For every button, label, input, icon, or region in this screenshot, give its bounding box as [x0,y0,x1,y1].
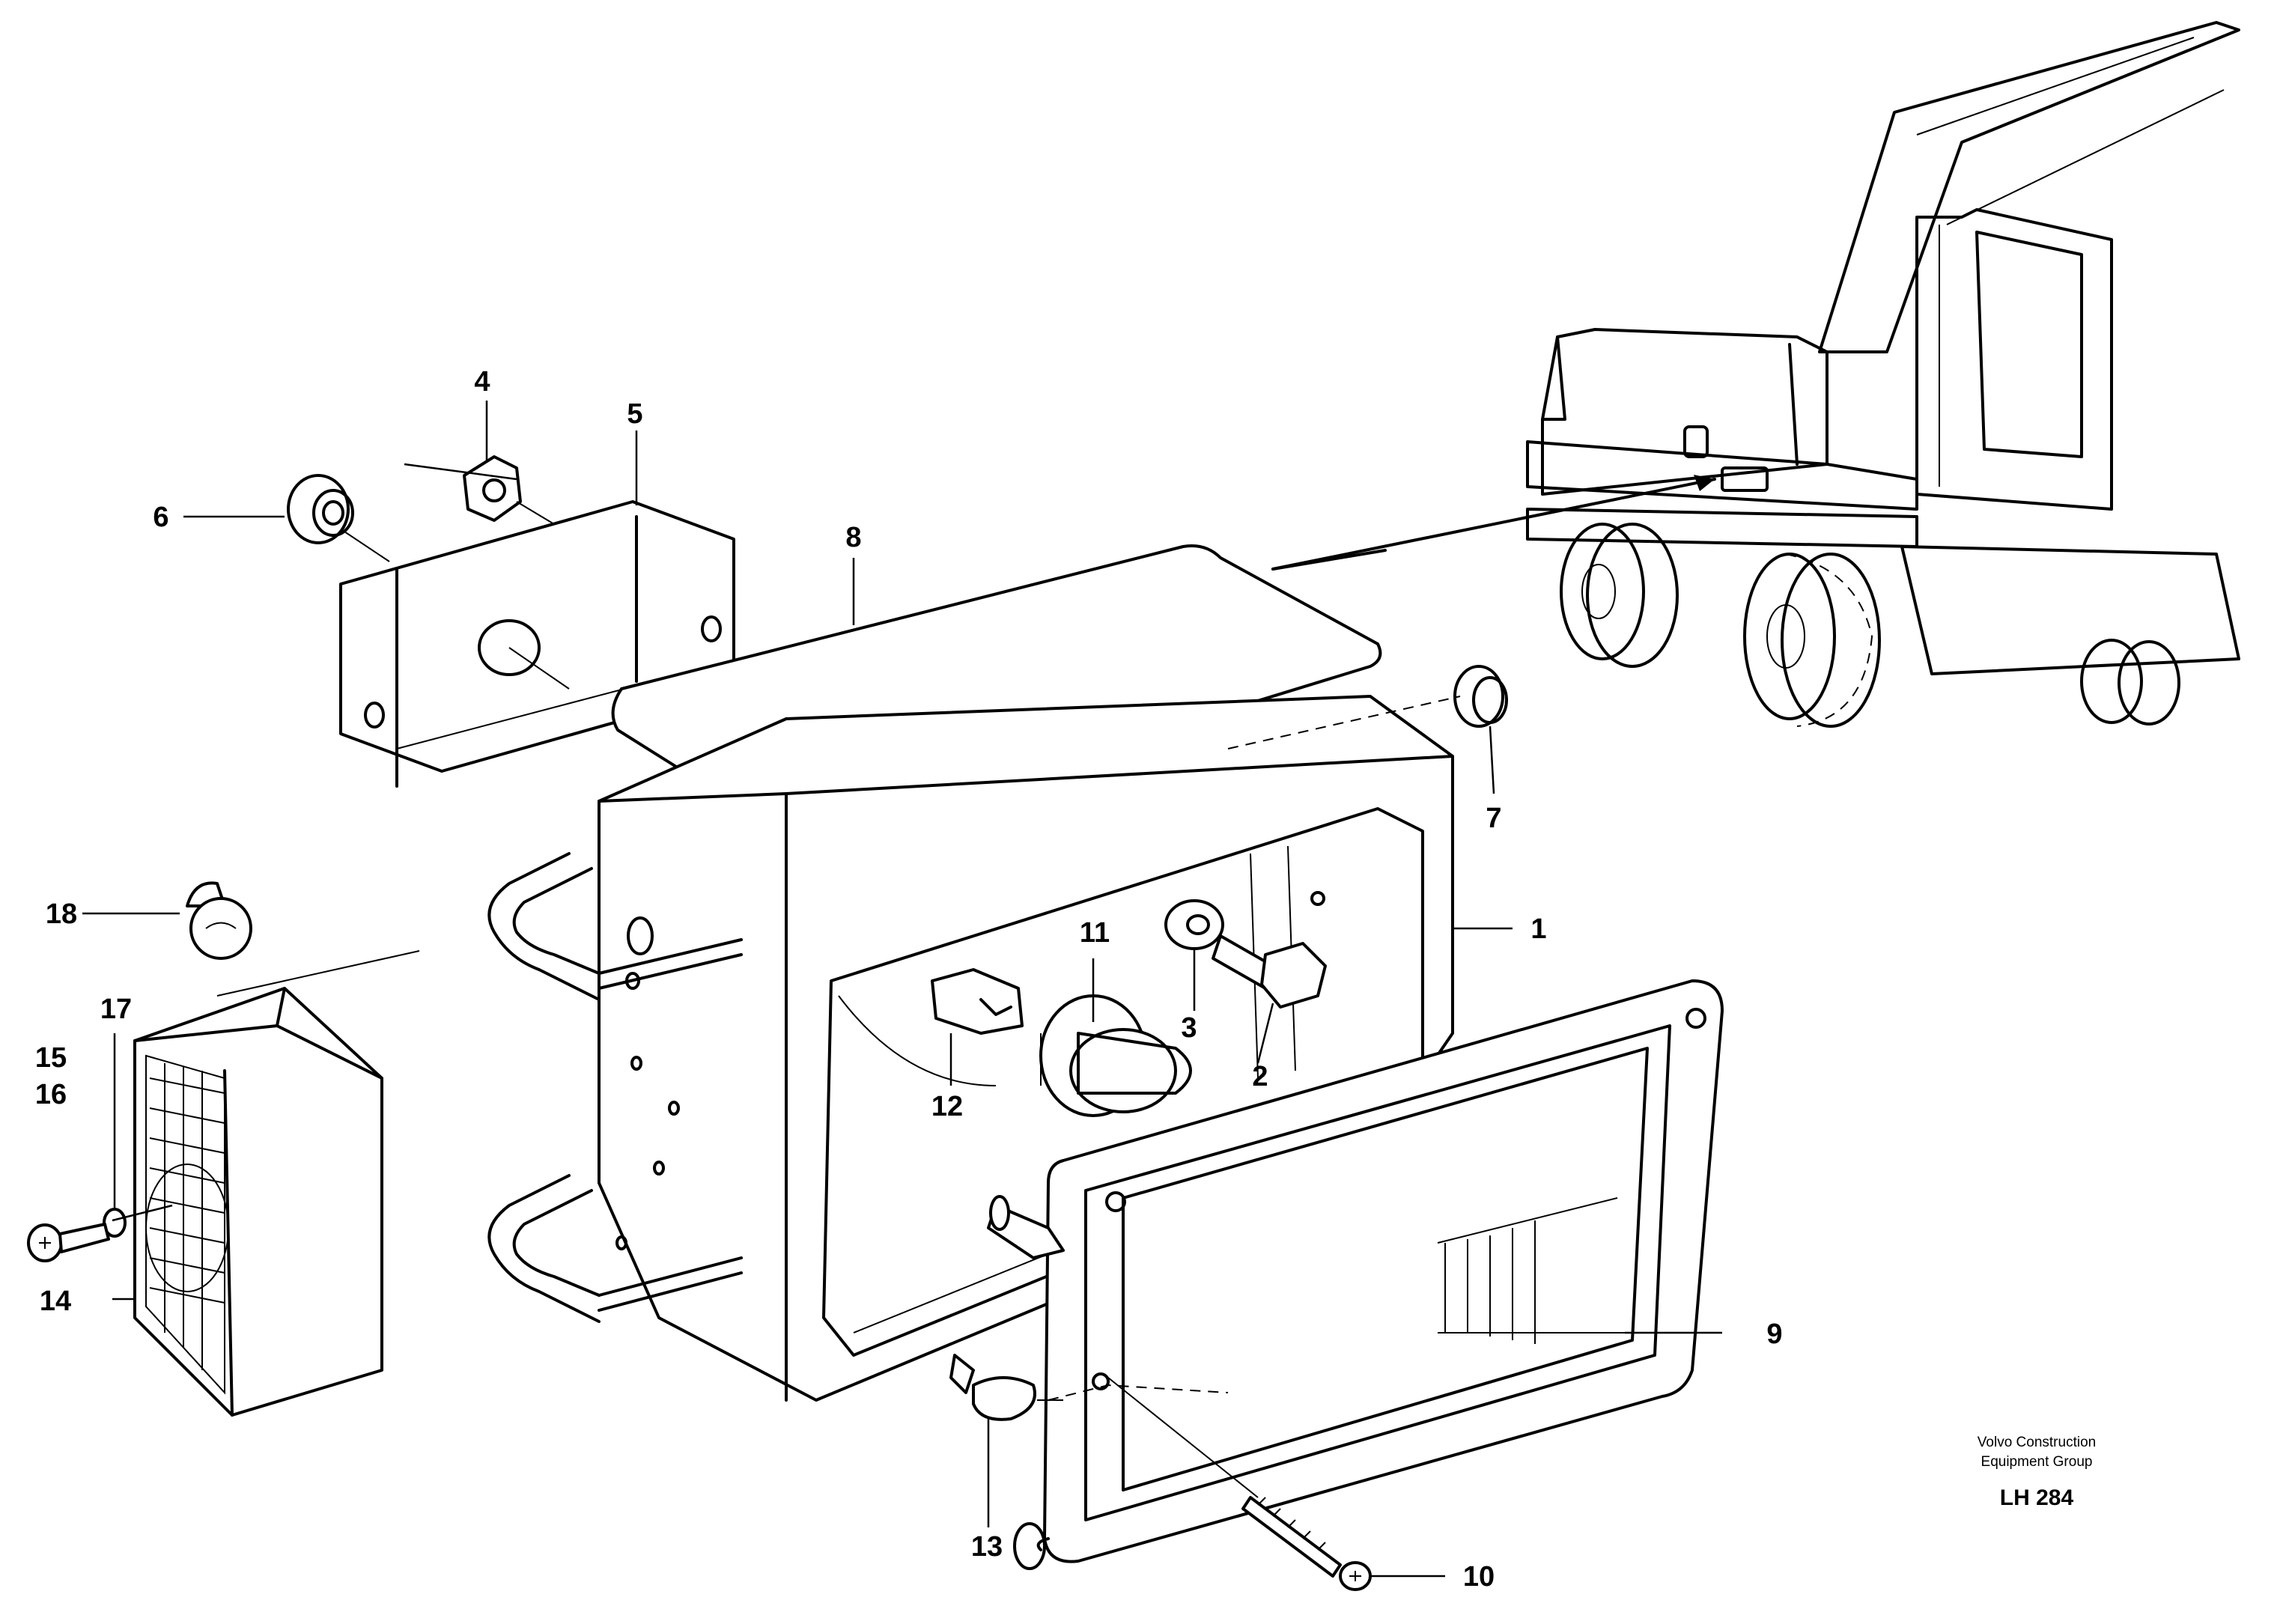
hex-bolt [1212,934,1327,1009]
callout-15: 15 [35,1042,67,1074]
callout-8: 8 [845,522,861,553]
callout-2: 2 [1252,1061,1268,1092]
callout-16: 16 [35,1079,67,1110]
callout-9: 9 [1766,1319,1782,1350]
callout-11: 11 [1080,917,1110,949]
long-screw [1107,1377,1372,1591]
callout-3: 3 [1181,1012,1197,1044]
callout-6: 6 [153,502,168,533]
wheeled-excavator-illustration [1271,21,2240,728]
caption-line-1: Volvo Construction [1978,1435,2096,1450]
lamp-screw [27,1223,110,1262]
callout-4: 4 [474,366,490,398]
callout-17: 17 [100,994,132,1025]
callout-10: 10 [1463,1561,1495,1593]
hex-nut [463,455,555,525]
leader-lines [82,401,1722,1578]
bulb-connector [931,968,1024,1035]
adjuster-stud [987,1195,1065,1259]
publisher-caption: Volvo Construction Equipment Group LH 28… [1978,1435,2096,1510]
callout-7: 7 [1486,803,1501,834]
halogen-bulb [1039,994,1192,1117]
work-lamp-unit [133,950,420,1417]
part-callouts: 1 2 3 4 5 6 7 8 9 10 11 12 13 14 15 16 1… [35,366,1783,1593]
callout-5: 5 [627,398,642,430]
headlamp-lens [1013,979,1724,1570]
illustration-code: LH 284 [2000,1485,2074,1510]
callout-18: 18 [46,898,77,930]
callout-14: 14 [40,1286,71,1317]
flat-washer [1164,899,1224,950]
callout-1: 1 [1530,913,1546,945]
lamp-housing [487,695,1454,1402]
callout-13: 13 [971,1531,1003,1563]
caption-line-2: Equipment Group [1981,1454,2093,1470]
rubber-plug [1227,665,1508,749]
rubber-grommet [287,474,390,562]
callout-12: 12 [931,1091,963,1122]
spare-bulb [186,881,252,960]
parking-bulb [949,1354,1063,1421]
